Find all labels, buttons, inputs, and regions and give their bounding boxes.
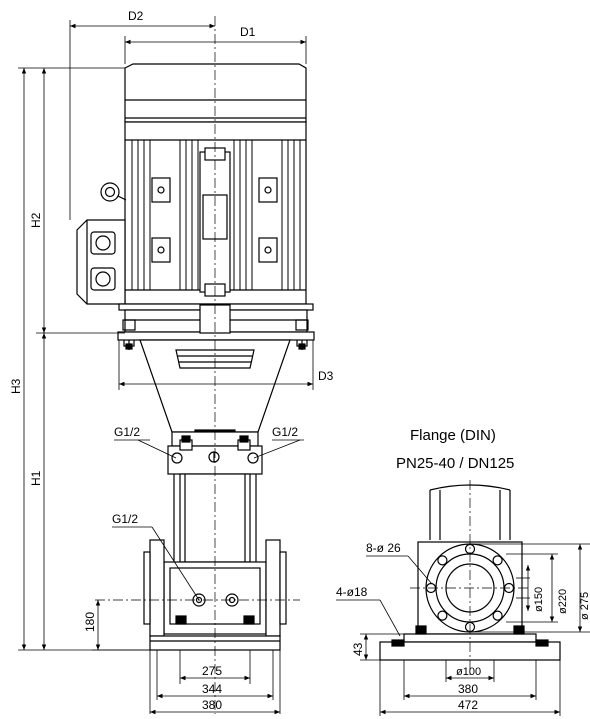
- label-275-bottom: 275: [202, 664, 222, 678]
- label-holes-8: 8-ø 26: [366, 541, 401, 555]
- label-dia-150: ø150: [533, 587, 545, 612]
- label-g-lower: G1/2: [112, 512, 138, 526]
- label-g-left: G1/2: [114, 425, 140, 439]
- label-d3: D3: [318, 369, 334, 383]
- label-344: 344: [202, 682, 222, 696]
- flange-title-line2: PN25-40 / DN125: [396, 455, 514, 472]
- label-380-left: 380: [202, 698, 222, 712]
- label-g-right: G1/2: [272, 425, 298, 439]
- label-dia-275: ø 275: [579, 592, 590, 620]
- motor-drawing: [76, 63, 314, 350]
- label-380-right: 380: [458, 682, 478, 696]
- flange-title-line1: Flange (DIN): [410, 427, 496, 444]
- label-d2: D2: [128, 9, 144, 23]
- label-dia-220: ø220: [557, 589, 569, 614]
- label-h1: H1: [29, 470, 43, 486]
- label-180: 180: [83, 612, 97, 632]
- label-holes-4: 4-ø18: [336, 585, 368, 599]
- label-472: 472: [458, 698, 478, 712]
- label-h3: H3: [9, 378, 23, 394]
- dimension-texts: D2 D1 D3 H2 H3 H1 G1/2 G1/2 G1/2 180 275…: [9, 9, 590, 712]
- dimension-lines: [18, 20, 590, 716]
- label-d1: D1: [240, 25, 256, 39]
- pump-drawing: [117, 304, 315, 651]
- label-43: 43: [351, 642, 365, 656]
- label-h2: H2: [29, 212, 43, 228]
- center-lines: [95, 16, 530, 714]
- label-dia-100: ø100: [456, 666, 481, 678]
